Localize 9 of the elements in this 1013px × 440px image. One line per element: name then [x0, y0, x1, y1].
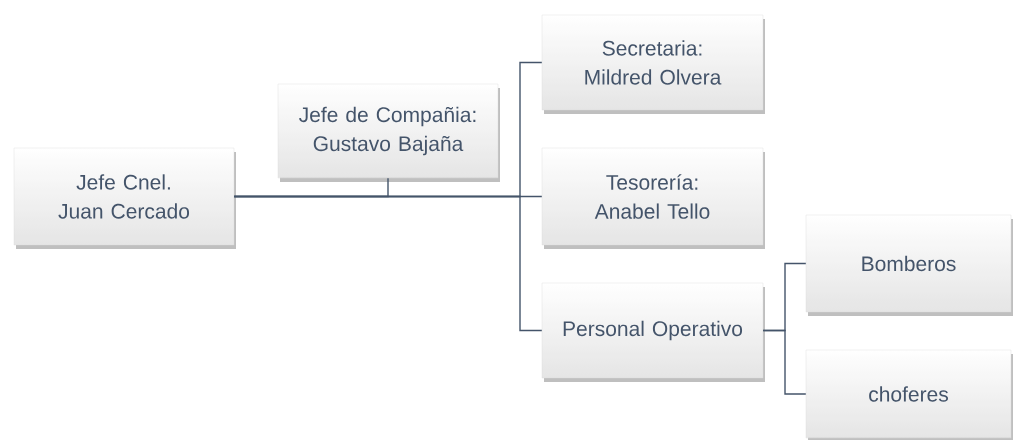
- org-box: Personal Operativo: [541, 282, 765, 382]
- connector-line: [762, 329, 807, 395]
- org-box: Bomberos: [805, 214, 1013, 316]
- org-box: Secretaria: Mildred Olvera: [541, 14, 765, 114]
- connector-line: [233, 195, 543, 332]
- org-box: Tesorería: Anabel Tello: [541, 147, 765, 249]
- org-box: choferes: [805, 349, 1013, 440]
- org-box: Jefe Cnel. Juan Cercado: [13, 147, 236, 249]
- org-box: Jefe de Compañia: Gustavo Bajaña: [277, 83, 500, 182]
